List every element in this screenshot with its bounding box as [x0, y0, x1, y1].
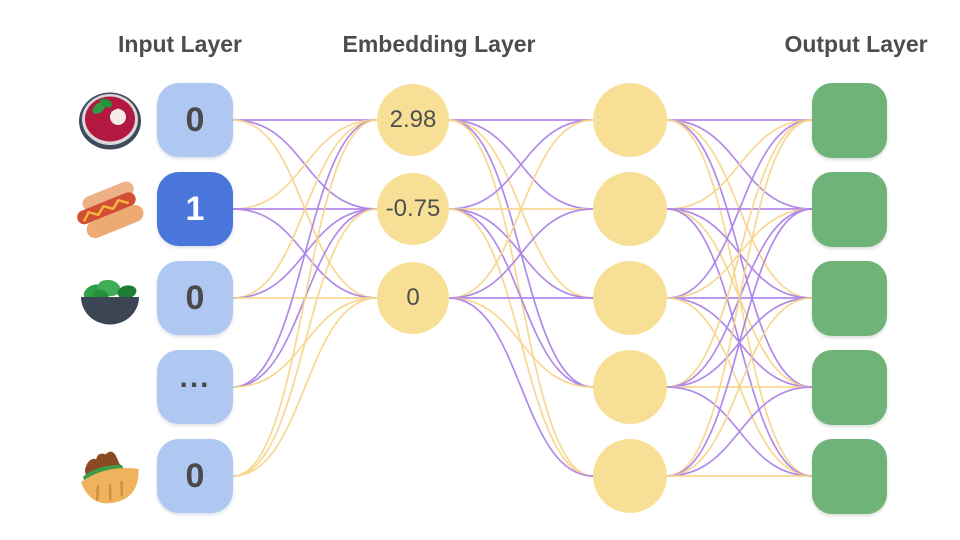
- connection-edge: [232, 119, 378, 477]
- embedding-node: 0: [377, 262, 449, 334]
- output-node: [812, 172, 887, 247]
- connection-edge: [448, 297, 594, 388]
- input-node-value: ...: [179, 361, 211, 394]
- output-node: [812, 261, 887, 336]
- input-node: 1: [157, 172, 233, 246]
- hidden-node: [593, 83, 667, 157]
- hotdog-icon: [77, 181, 144, 239]
- embedding-node-value: -0.75: [385, 195, 441, 222]
- connection-edge: [666, 386, 813, 477]
- hidden-node: [593, 439, 667, 513]
- output-node: [812, 83, 887, 158]
- connection-edge: [666, 208, 813, 477]
- connection-edge: [232, 119, 378, 299]
- connection-edge: [448, 119, 594, 299]
- input-node: 0: [157, 439, 233, 513]
- connection-edge: [232, 119, 378, 210]
- hidden-node: [593, 261, 667, 335]
- embedding-node: 2.98: [377, 84, 449, 156]
- embedding-node-value: 0: [406, 284, 420, 311]
- connection-edge: [448, 297, 594, 477]
- embedding-node-value: 2.98: [389, 106, 437, 133]
- output-layer-title: Output Layer: [784, 31, 928, 57]
- input-node: 0: [157, 261, 233, 335]
- input-node: 0: [157, 83, 233, 157]
- input-node-value: 0: [185, 456, 205, 495]
- connection-edge: [666, 119, 813, 388]
- input-layer-title: Input Layer: [118, 31, 242, 57]
- connection-edge: [666, 119, 813, 210]
- connection-edge: [666, 297, 813, 477]
- input-node-value: 0: [185, 100, 205, 139]
- connection-edge: [448, 119, 594, 210]
- input-node: ...: [157, 350, 233, 424]
- embedding-layer-title: Embedding Layer: [342, 31, 536, 57]
- connection-edge: [232, 119, 378, 388]
- input-node-value: 1: [185, 189, 205, 228]
- connection-edge: [232, 208, 378, 477]
- connection-edge: [232, 297, 378, 477]
- connection-edge: [448, 208, 594, 299]
- salad-icon: [81, 279, 139, 325]
- connection-edge: [666, 119, 813, 299]
- output-node: [812, 350, 887, 425]
- connection-edge: [666, 119, 813, 477]
- hidden-node: [593, 350, 667, 424]
- hidden-node: [593, 172, 667, 246]
- soup-icon: [79, 92, 141, 150]
- output-node: [812, 439, 887, 514]
- pita-icon: [80, 451, 139, 504]
- embedding-node: -0.75: [377, 173, 449, 245]
- input-node-value: 0: [185, 278, 205, 317]
